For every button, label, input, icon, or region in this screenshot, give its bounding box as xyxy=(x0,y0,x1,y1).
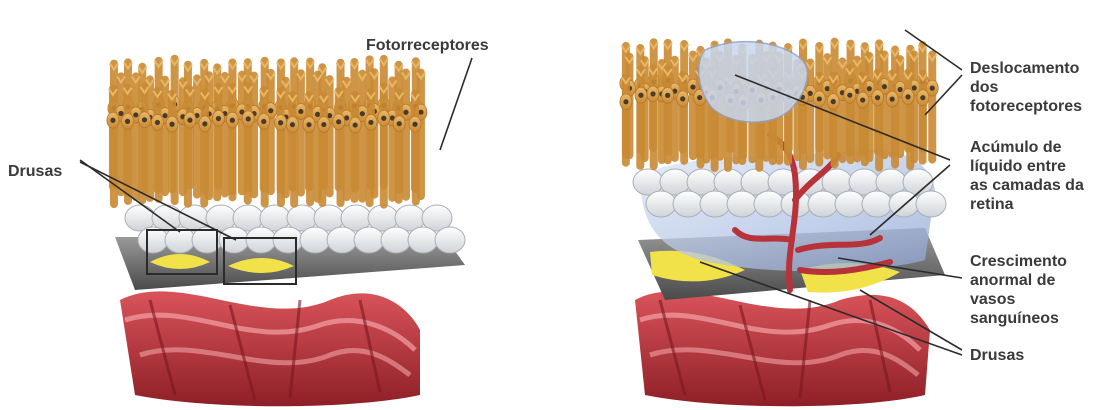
label-fluid-line1: Acúmulo de xyxy=(970,138,1062,157)
label-displacement-line3: fotoreceptores xyxy=(970,97,1082,116)
left-photoreceptor-layer xyxy=(107,59,427,205)
label-drusen-left: Drusas xyxy=(8,162,62,181)
label-growth-line3: vasos xyxy=(970,290,1015,309)
label-displacement-line2: dos xyxy=(970,78,998,97)
label-fluid-line2: líquido entre xyxy=(970,157,1066,176)
label-photoreceptors: Fotorreceptores xyxy=(366,36,489,55)
label-fluid-line3: as camadas da xyxy=(970,176,1084,195)
left-panel-healthy-retina xyxy=(80,58,472,406)
label-drusen-right: Drusas xyxy=(970,346,1024,365)
left-blood-vessels xyxy=(120,291,420,406)
label-displacement-line1: Deslocamento xyxy=(970,59,1079,78)
label-growth-line2: anormal de xyxy=(970,271,1055,290)
right-panel-wet-amd-retina xyxy=(620,30,962,406)
right-blood-vessels xyxy=(635,291,930,406)
label-growth-line1: Crescimento xyxy=(970,252,1067,271)
label-growth-line4: sanguíneos xyxy=(970,309,1059,328)
label-fluid-line4: retina xyxy=(970,195,1014,214)
